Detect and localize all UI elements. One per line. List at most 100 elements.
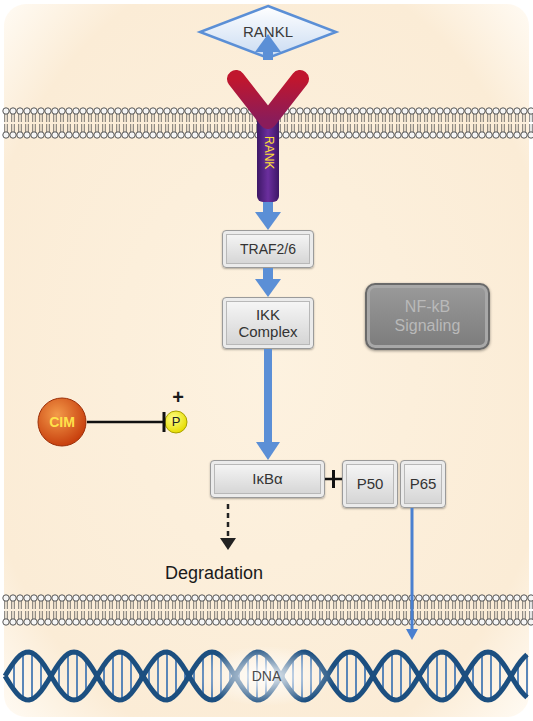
lipid-head: [465, 132, 471, 138]
lipid-head: [94, 108, 100, 114]
lipid-head: [528, 132, 533, 138]
lipid-head: [87, 619, 93, 625]
lipid-tail: [26, 114, 29, 132]
lipid-head: [276, 595, 282, 601]
lipid-head: [38, 595, 44, 601]
lipid-head: [220, 619, 226, 625]
base-pair: [121, 652, 123, 700]
lipid-tail: [187, 601, 190, 619]
lipid-tail: [474, 114, 477, 132]
lipid-head: [73, 619, 79, 625]
lipid-head: [297, 619, 303, 625]
lipid-head: [395, 595, 401, 601]
lipid-tail: [495, 601, 498, 619]
node-text: IKK Complex: [237, 306, 299, 341]
lipid-tail: [103, 601, 106, 619]
lipid-tail: [481, 601, 484, 619]
lipid-tail: [145, 114, 148, 132]
lipid-tail: [257, 601, 260, 619]
lipid-head: [234, 132, 240, 138]
lipid-head: [185, 108, 191, 114]
lipid-head: [234, 619, 240, 625]
phosphate-disc: [165, 411, 187, 433]
lipid-head: [192, 132, 198, 138]
lipid-head: [269, 595, 275, 601]
lipid-head: [486, 132, 492, 138]
lipid-tail: [523, 601, 526, 619]
lipid-head: [108, 619, 114, 625]
lipid-head: [304, 108, 310, 114]
lipid-head: [395, 108, 401, 114]
lipid-tail: [61, 601, 64, 619]
lipid-tail: [19, 114, 22, 132]
lipid-tail: [96, 114, 99, 132]
lipid-tail: [502, 114, 505, 132]
lipid-tail: [89, 114, 92, 132]
lipid-head: [304, 132, 310, 138]
lipid-tail: [68, 114, 71, 132]
lipid-head: [94, 595, 100, 601]
lipid-tail: [299, 601, 302, 619]
lipid-tail: [5, 114, 8, 132]
lipid-tail: [229, 114, 232, 132]
lipid-head: [220, 132, 226, 138]
lipid-head: [108, 595, 114, 601]
connector: [412, 508, 413, 629]
lipid-head: [514, 595, 520, 601]
lipid-tail: [68, 601, 71, 619]
lipid-head: [101, 108, 107, 114]
lipid-tail: [47, 114, 50, 132]
lipid-head: [402, 132, 408, 138]
lipid-tail: [201, 114, 204, 132]
lipid-head: [444, 619, 450, 625]
base-pair: [130, 658, 132, 693]
lipid-head: [283, 595, 289, 601]
node-text: IκBα: [252, 470, 282, 487]
lipid-head: [290, 108, 296, 114]
lipid-head: [17, 108, 23, 114]
lipid-head: [367, 619, 373, 625]
lipid-head: [80, 132, 86, 138]
lipid-tail: [334, 601, 337, 619]
inhibitor-box: IκBα: [210, 460, 325, 498]
lipid-tail: [397, 114, 400, 132]
lipid-head: [507, 132, 513, 138]
base-pair: [31, 653, 33, 699]
lipid-tail: [124, 601, 127, 619]
lipid-head: [178, 595, 184, 601]
lipid-head: [339, 595, 345, 601]
lipid-head: [115, 595, 121, 601]
lipid-head: [73, 132, 79, 138]
lipid-tail: [425, 601, 428, 619]
base-pair: [112, 655, 114, 698]
lipid-tail: [425, 114, 428, 132]
lipid-head: [199, 619, 205, 625]
lipid-tail: [82, 601, 85, 619]
lipid-head: [143, 619, 149, 625]
lipid-tail: [110, 601, 113, 619]
lipid-head: [66, 132, 72, 138]
lipid-head: [164, 619, 170, 625]
lipid-head: [178, 108, 184, 114]
node-text: RANK: [261, 136, 275, 169]
lipid-tail: [453, 114, 456, 132]
lipid-tail: [222, 601, 225, 619]
lipid-tail: [145, 601, 148, 619]
lipid-head: [10, 619, 16, 625]
base-pair: [76, 653, 78, 700]
connector: [268, 202, 269, 212]
lipid-head: [241, 132, 247, 138]
lipid-tail: [124, 114, 127, 132]
node-text: RANKL: [243, 23, 293, 40]
lipid-tail: [362, 114, 365, 132]
lipid-tail: [26, 601, 29, 619]
base-pair: [346, 653, 348, 700]
lipid-head: [10, 132, 16, 138]
lipid-head: [367, 132, 373, 138]
lipid-head: [451, 619, 457, 625]
base-pair: [481, 654, 483, 698]
lipid-head: [416, 108, 422, 114]
lipid-head: [10, 595, 16, 601]
lipid-tail: [341, 114, 344, 132]
